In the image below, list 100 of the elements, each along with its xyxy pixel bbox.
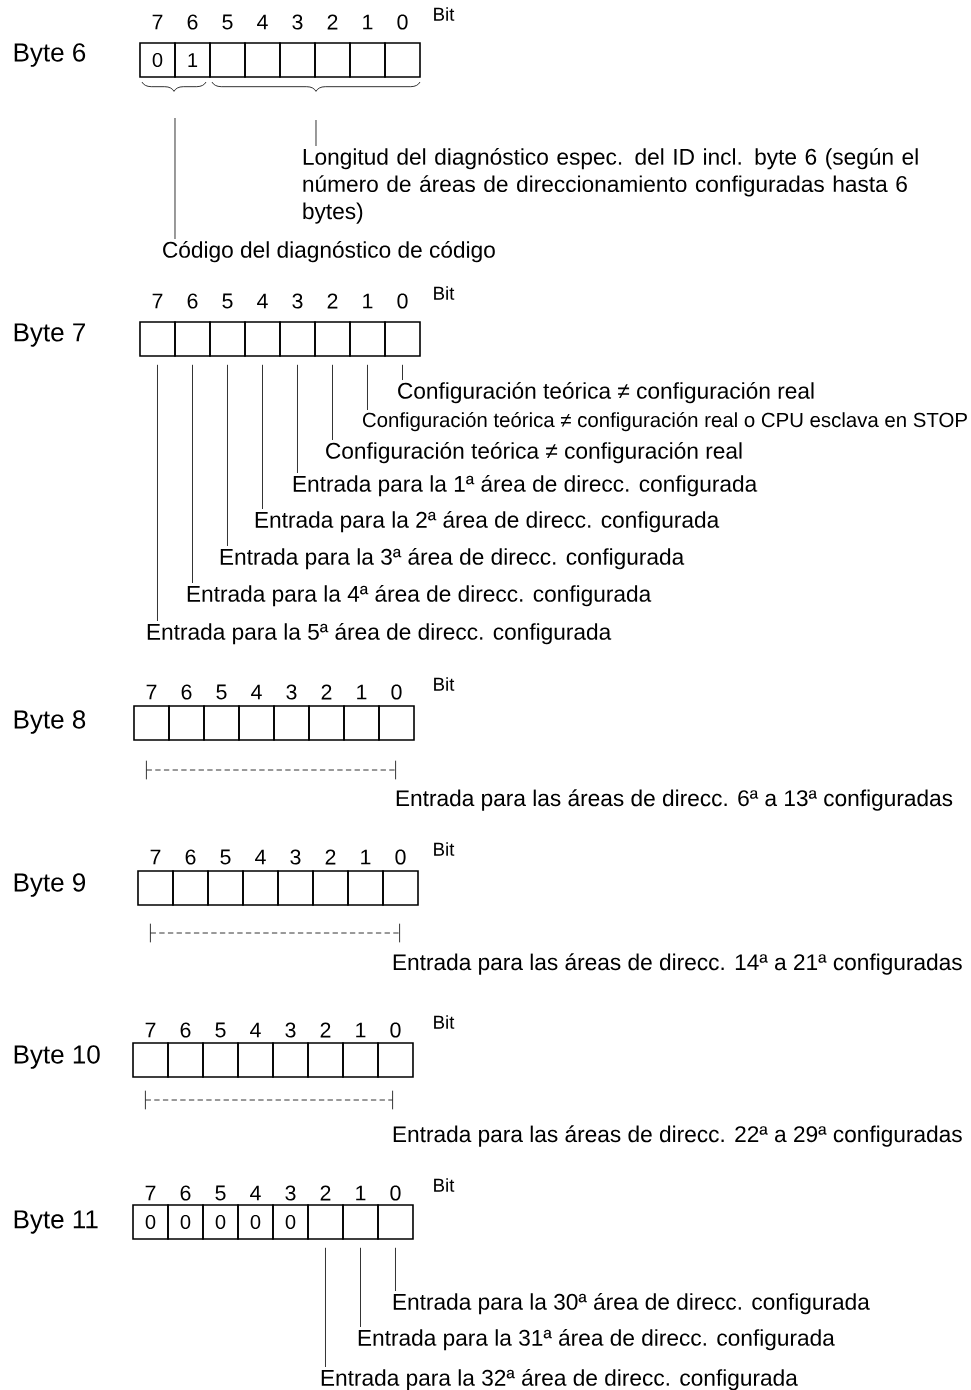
bit-number: 4	[257, 14, 268, 30]
bit-cell	[378, 705, 415, 741]
bit-number: 5	[220, 849, 231, 865]
bit-number: 2	[327, 14, 338, 30]
bit-cell	[209, 321, 246, 357]
bit-cell	[314, 42, 351, 78]
leader-line	[367, 364, 368, 411]
bit-number: 6	[180, 1022, 191, 1038]
annotation-text: Entrada para la 32ª área de direcc. configurada	[321, 1368, 798, 1390]
bit-number: 5	[222, 293, 233, 309]
bit-number: 5	[215, 1185, 226, 1201]
bit-number: 4	[257, 293, 268, 309]
byte-label: Byte 7	[14, 323, 85, 347]
bit-heading: Bit	[434, 286, 455, 300]
bit-cell	[209, 42, 246, 78]
bit-cell: 0	[139, 42, 176, 78]
bit-number: 0	[391, 684, 402, 700]
bit-cell	[314, 321, 351, 357]
bit-number: 5	[222, 14, 233, 30]
annotation-text: Entrada para la 4ª área de direcc. configurada	[187, 584, 652, 607]
bit-number: 7	[152, 14, 163, 30]
annotation-text: Entrada para la 2ª área de direcc. configurada	[255, 510, 720, 533]
bit-cell	[172, 870, 209, 906]
annotation-text: Entrada para la 5ª área de direcc. configurada	[147, 622, 612, 645]
bit-cell	[349, 321, 386, 357]
bit-number: 2	[320, 1185, 331, 1201]
bit-number: 5	[216, 684, 227, 700]
bit-number: 2	[327, 293, 338, 309]
bit-number: 2	[320, 1022, 331, 1038]
bit-number: 3	[286, 684, 297, 700]
leader-line	[227, 364, 228, 547]
bit-number: 6	[187, 293, 198, 309]
bit-number: 1	[356, 1022, 366, 1038]
annotation-text: Entrada para la 3ª área de direcc. configurada	[220, 547, 685, 570]
bit-number: 1	[361, 849, 371, 865]
bit-number: 3	[292, 293, 303, 309]
bit-number: 7	[146, 684, 157, 700]
bit-cell	[273, 705, 310, 741]
bit-number: 0	[397, 14, 408, 30]
leader-line	[192, 364, 193, 584]
leader-line	[297, 364, 298, 474]
bit-number: 6	[185, 849, 196, 865]
leader-line	[174, 117, 176, 240]
annotation-text: Configuración teórica ≠ configuración real	[398, 381, 814, 404]
bit-number: 4	[250, 1185, 261, 1201]
bit-cell	[342, 1042, 379, 1078]
annotation-text: Entrada para la 30ª área de direcc. configurada	[393, 1292, 870, 1315]
bit-cell: 0	[167, 1204, 204, 1240]
bit-cell	[272, 1042, 309, 1078]
bit-number: 0	[397, 293, 408, 309]
bit-cell	[237, 1042, 274, 1078]
bit-number: 4	[251, 684, 262, 700]
bit-heading: Bit	[434, 7, 455, 21]
leader-line	[332, 364, 333, 441]
range-text: Entrada para las áreas de direcc. 6ª a 13ª configuradas	[396, 789, 953, 811]
bit-number: 6	[180, 1185, 191, 1201]
byte-label: Byte 8	[14, 710, 86, 734]
bit-cell	[244, 321, 281, 357]
bit-number: 6	[181, 684, 192, 700]
bit-cell	[139, 321, 176, 357]
bit-number: 4	[250, 1022, 261, 1038]
annotation-text: Configuración teórica ≠ configuración real o CPU esclava en STOP	[363, 411, 967, 432]
leader-line	[315, 119, 317, 147]
range-text: Entrada para las áreas de direcc. 22ª a 29ª configuradas	[393, 1125, 962, 1147]
leader-line	[157, 364, 158, 622]
bit-cell	[132, 1042, 169, 1078]
bit-cell	[279, 321, 316, 357]
bit-number: 2	[325, 849, 336, 865]
annotation-text: Entrada para la 1ª área de direcc. configurada	[293, 474, 758, 497]
annotation-text: Longitud del diagnóstico espec. del ID incl. byte 6 (según el número de áreas de direccionamiento configuradas hasta 6 bytes)	[303, 147, 918, 224]
bit-cell	[174, 321, 211, 357]
bit-number: 5	[215, 1022, 226, 1038]
bit-cell	[242, 870, 279, 906]
bit-cell	[279, 42, 316, 78]
bit-heading: Bit	[434, 1015, 455, 1029]
bit-cell	[167, 1042, 204, 1078]
leader-line	[395, 1247, 396, 1292]
bit-cell	[168, 705, 205, 741]
bit-cell	[384, 321, 421, 357]
bit-number: 1	[363, 293, 373, 309]
bit-number: 3	[292, 14, 303, 30]
bit-cell	[308, 705, 345, 741]
bit-number: 1	[363, 14, 373, 30]
bit-number: 7	[145, 1185, 156, 1201]
bit-heading: Bit	[434, 842, 455, 856]
bit-cell	[202, 1042, 239, 1078]
bit-cell	[347, 870, 384, 906]
range-text: Entrada para las áreas de direcc. 14ª a 21ª configuradas	[393, 953, 962, 975]
annotation-text: Código del diagnóstico de código	[163, 240, 495, 263]
bit-cell	[349, 42, 386, 78]
bit-cell	[277, 870, 314, 906]
bit-number: 3	[290, 849, 301, 865]
leader-line	[360, 1247, 361, 1328]
leader-line	[262, 364, 263, 510]
annotation-text: Entrada para la 31ª área de direcc. configurada	[358, 1328, 835, 1351]
bit-cell	[384, 42, 421, 78]
bit-number: 0	[390, 1022, 401, 1038]
bit-cell: 0	[202, 1204, 239, 1240]
bit-cell	[207, 870, 244, 906]
bit-number: 6	[187, 14, 198, 30]
